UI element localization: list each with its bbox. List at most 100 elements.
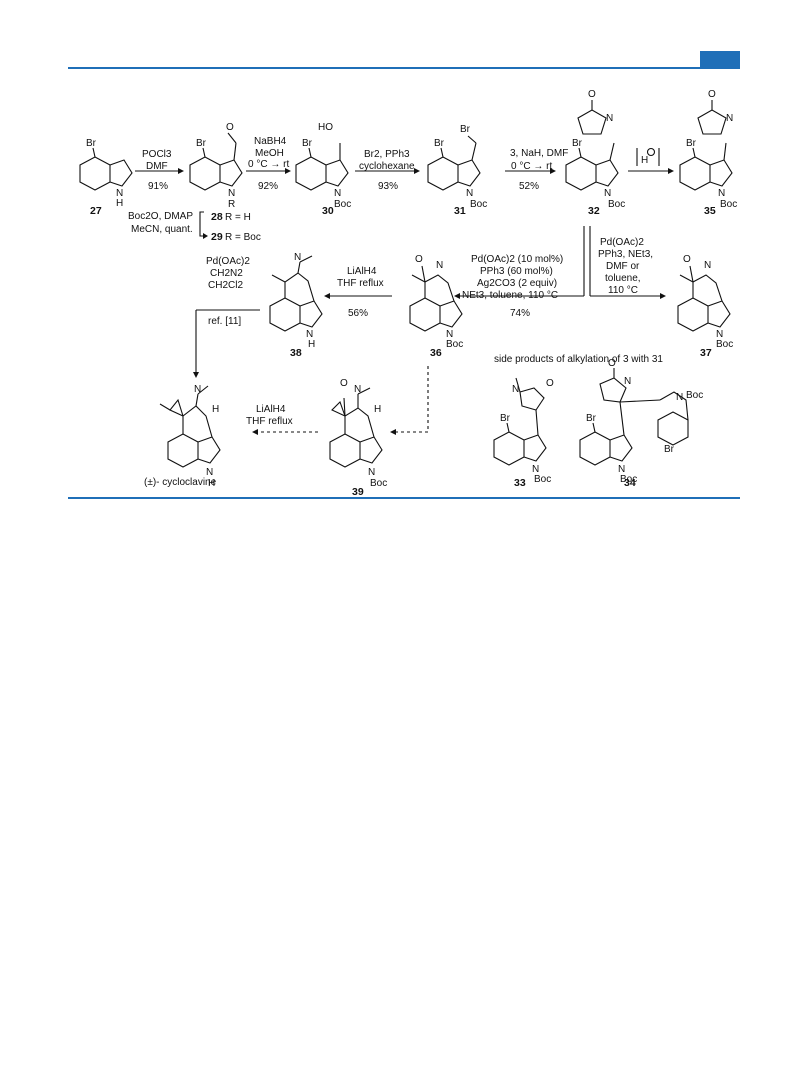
cond-s7-line5: 110 °C xyxy=(608,285,638,296)
atom-label: N xyxy=(624,376,631,387)
compound-30-structure: Br HO N Boc xyxy=(295,122,351,210)
label-cycloclavine: (±)- cycloclavine xyxy=(144,477,217,488)
arrow-step-1 xyxy=(135,168,184,174)
compound-37-structure: O N N Boc xyxy=(677,254,733,350)
atom-label: O xyxy=(683,254,691,265)
compound-32-structure: O Br N N Boc xyxy=(565,89,625,210)
cond-s4-line1: 3, NaH, DMF xyxy=(510,148,568,159)
atom-label: N xyxy=(704,260,711,271)
atom-label: N xyxy=(676,392,683,403)
arrow-step-9 xyxy=(324,293,392,299)
atom-label: Br xyxy=(434,138,445,149)
atom-label: O xyxy=(588,89,596,100)
cond-s10-ref: ref. [11] xyxy=(208,316,241,327)
cond-s1-yield: 91% xyxy=(148,181,168,192)
atom-label: N xyxy=(466,188,473,199)
atom-label: Boc xyxy=(334,199,351,210)
atom-label: Boc xyxy=(608,199,625,210)
cond-s2-yield: 92% xyxy=(258,181,278,192)
atom-label: N xyxy=(334,188,341,199)
atom-label: N xyxy=(368,467,375,478)
atom-label: Boc xyxy=(446,339,463,350)
header-rule xyxy=(68,67,740,69)
label-28: 28 xyxy=(211,211,223,223)
atom-label: Boc xyxy=(716,339,733,350)
cond-s9-line1: LiAlH4 xyxy=(347,266,377,277)
atom-label: H xyxy=(208,478,215,489)
atom-label: N xyxy=(512,384,519,395)
cond-s2-line1: NaBH4 xyxy=(254,136,287,147)
cond-s5-label: H xyxy=(641,155,648,166)
label-36: 36 xyxy=(430,347,442,359)
atom-label: H xyxy=(308,339,315,350)
cond-s10-line2: CH2N2 xyxy=(210,268,243,279)
cond-s9-yield: 56% xyxy=(348,308,368,319)
cond-s6-line2: MeCN, quant. xyxy=(131,224,193,235)
arrow-dashed-39-final xyxy=(252,429,318,435)
atom-label: Br xyxy=(586,413,597,424)
atom-label: N xyxy=(436,260,443,271)
atom-label: Br xyxy=(572,138,583,149)
cond-s4-yield: 52% xyxy=(519,181,539,192)
cond-s3-yield: 93% xyxy=(378,181,398,192)
cond-s2-line2: MeOH xyxy=(255,148,284,159)
atom-label: Boc xyxy=(534,474,551,485)
atom-label: Br xyxy=(86,138,97,149)
atom-label: N xyxy=(532,464,539,475)
atom-label: O xyxy=(415,254,423,265)
cond-s11-line2: THF reflux xyxy=(246,416,293,427)
cond-s7-line1: Pd(OAc)2 xyxy=(600,237,644,248)
cond-s10-line1: Pd(OAc)2 xyxy=(206,256,250,267)
atom-label: N xyxy=(228,188,235,199)
atom-label: N xyxy=(604,188,611,199)
atom-label: H xyxy=(212,404,219,415)
atom-label: O xyxy=(708,89,716,100)
arrow-step-2 xyxy=(246,168,291,174)
compound-cycloclavine-structure: N H N H xyxy=(159,384,221,489)
label-33: 33 xyxy=(514,477,526,489)
label-27: 27 xyxy=(90,205,102,217)
atom-label: H xyxy=(116,198,123,209)
atom-label: Br xyxy=(302,138,313,149)
label-38: 38 xyxy=(290,347,302,359)
cond-s11-line1: LiAlH4 xyxy=(256,404,286,415)
label-39: 39 xyxy=(352,486,364,498)
label-32: 32 xyxy=(588,205,600,217)
arrow-step-10 xyxy=(193,309,260,378)
compound-27-structure: Br N H xyxy=(79,138,133,209)
arrow-step-boc xyxy=(199,211,208,239)
atom-label: Br xyxy=(196,138,207,149)
atom-label: Boc xyxy=(370,478,387,489)
atom-label: N xyxy=(726,113,733,124)
atom-label: N xyxy=(606,113,613,124)
cond-s1-line2: DMF xyxy=(146,161,168,172)
arrow-step-4 xyxy=(505,168,556,174)
label-29: 29 xyxy=(211,231,223,243)
atom-label: Br xyxy=(460,124,471,135)
cond-s7-line4: toluene, xyxy=(605,273,641,284)
atom-label: O xyxy=(226,122,234,133)
cond-s10-line3: CH2Cl2 xyxy=(208,280,243,291)
side-products-caption: side products of alkylation of 3 with 31 xyxy=(494,354,663,365)
atom-label: N xyxy=(618,464,625,475)
atom-label: N xyxy=(194,384,201,395)
compound-39-structure: O N H N Boc xyxy=(329,378,387,489)
atom-label: O xyxy=(546,378,554,389)
footer-rule xyxy=(68,497,740,499)
atom-label: Boc xyxy=(720,199,737,210)
header-tab xyxy=(700,51,740,67)
cond-s7-line3: DMF or xyxy=(606,261,640,272)
compound-34-structure: O N Br Br N Boc N Boc xyxy=(579,358,703,485)
label-35: 35 xyxy=(704,205,716,217)
compound-31-structure: Br Br N Boc xyxy=(427,124,487,210)
cond-s4-line2: 0 °C → rt xyxy=(511,161,552,172)
label-34: 34 xyxy=(624,477,636,489)
arrow-dashed-36-39 xyxy=(390,366,429,435)
cond-s9-line2: THF reflux xyxy=(337,278,384,289)
atom-label: N xyxy=(306,329,313,340)
atom-label: O xyxy=(608,358,616,369)
atom-label: N xyxy=(116,188,123,199)
label-31: 31 xyxy=(454,205,466,217)
compound-33-structure: O N Br N Boc xyxy=(493,377,554,485)
